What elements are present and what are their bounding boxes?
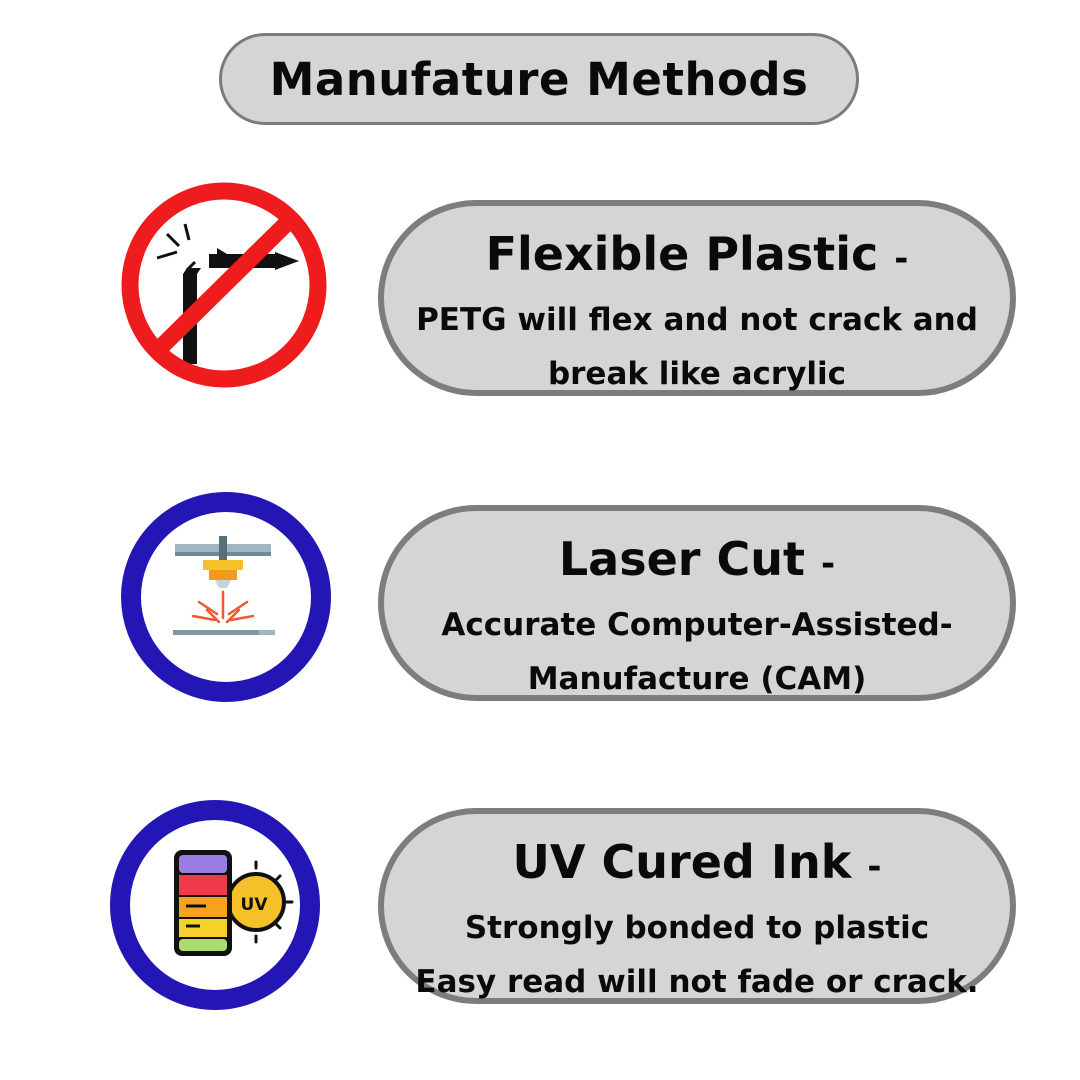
heading-text: Laser Cut — [558, 532, 805, 586]
laser-cutter-icon — [119, 490, 333, 704]
no-breaking-icon — [117, 176, 331, 394]
page-title-text: Manufature Methods — [269, 52, 809, 106]
heading-dash: - — [867, 847, 882, 887]
method-heading: UV Cured Ink - — [384, 834, 1010, 895]
description-line: Strongly bonded to plastic — [464, 910, 930, 946]
heading-dash: - — [821, 544, 836, 584]
method-card-flexible-plastic: Flexible Plastic - PETG will flex and no… — [378, 200, 1016, 396]
description-line: break like acrylic — [547, 356, 847, 392]
heading-text: Flexible Plastic — [485, 227, 879, 281]
heading-text: UV Cured Ink — [512, 835, 852, 889]
description-line: PETG will flex and not crack and — [416, 302, 978, 338]
description-line: Manufacture (CAM) — [527, 661, 867, 697]
description-line: Accurate Computer-Assisted- — [441, 607, 953, 643]
method-card-laser-cut: Laser Cut - Accurate Computer-Assisted- … — [378, 505, 1016, 701]
method-heading: Flexible Plastic - — [384, 226, 1010, 287]
heading-dash: - — [894, 239, 909, 279]
method-description: Strongly bonded to plastic Easy read wil… — [384, 901, 1010, 1009]
method-heading: Laser Cut - — [384, 531, 1010, 592]
uv-badge-text: UV — [241, 895, 269, 915]
page-title: Manufature Methods — [219, 33, 859, 125]
method-description: PETG will flex and not crack and break l… — [384, 293, 1010, 401]
method-description: Accurate Computer-Assisted- Manufacture … — [384, 598, 1010, 706]
description-line: Easy read will not fade or crack. — [415, 964, 979, 1000]
method-card-uv-cured-ink: UV Cured Ink - Strongly bonded to plasti… — [378, 808, 1016, 1004]
uv-ink-icon: UV — [108, 798, 322, 1012]
